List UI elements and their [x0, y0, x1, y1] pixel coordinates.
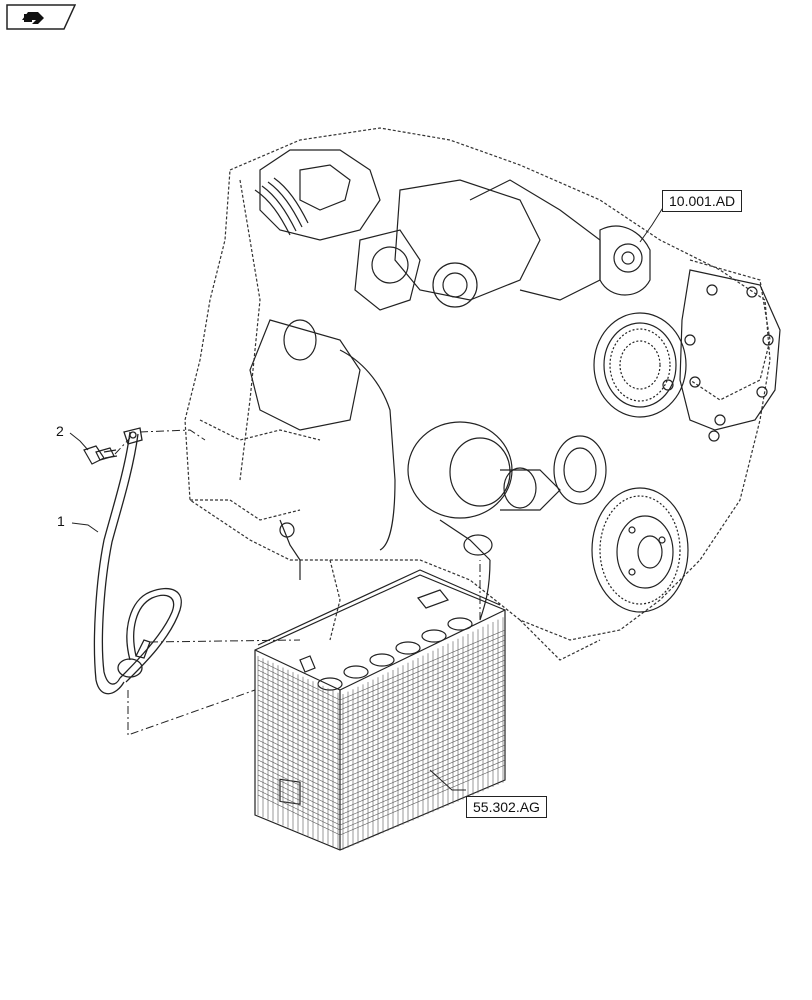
callout-2: 2 [56, 423, 64, 439]
grid-line [257, 704, 341, 746]
grid-line [257, 764, 341, 806]
battery [254, 569, 506, 851]
grid-line [257, 734, 341, 776]
grid-line [257, 729, 341, 771]
grid-line [339, 754, 506, 826]
grid-line [339, 704, 506, 776]
grid-line [339, 699, 506, 771]
grid-line [257, 699, 341, 741]
grid-line [339, 719, 506, 791]
grid-line [339, 749, 506, 821]
grid-line [257, 779, 341, 821]
starter-motor [249, 319, 396, 551]
grid-line [339, 709, 506, 781]
grid-line [339, 739, 506, 811]
grid-line [339, 684, 506, 756]
fan-pulley-upper [593, 312, 687, 418]
engine-reference-link[interactable]: 10.001.AD [662, 190, 743, 212]
engine-upper-components [254, 149, 651, 311]
timing-cover [679, 269, 781, 442]
grid-line [339, 729, 506, 801]
grid-line [339, 714, 506, 786]
battery-grid-texture [257, 617, 506, 850]
grid-line [257, 714, 341, 756]
grid-line [257, 684, 341, 726]
grid-line [339, 759, 506, 831]
grid-line [339, 639, 506, 711]
bolt [83, 445, 118, 465]
grid-line [257, 739, 341, 781]
back-arrow-icon [6, 4, 77, 30]
grid-line [257, 744, 341, 786]
grid-line [257, 769, 341, 811]
grid-line [257, 794, 341, 836]
grid-line [257, 669, 341, 711]
grid-line [257, 674, 341, 716]
grid-line [339, 649, 506, 721]
grid-line [257, 709, 341, 751]
grid-line [339, 664, 506, 736]
grid-line [257, 679, 341, 721]
alternator [407, 421, 607, 519]
crankshaft-pulley [591, 487, 689, 613]
grid-line [339, 734, 506, 806]
callout-1: 1 [57, 513, 65, 529]
grid-line [257, 754, 341, 796]
grid-line [257, 774, 341, 816]
engine-hoses [279, 519, 493, 621]
grid-line [339, 654, 506, 726]
grid-line [257, 749, 341, 791]
callout-leaders [69, 205, 665, 791]
grid-line [339, 659, 506, 731]
battery-reference-link[interactable]: 55.302.AG [466, 796, 547, 818]
grid-line [339, 674, 506, 746]
grid-line [339, 634, 506, 706]
grid-line [257, 784, 341, 826]
grid-line [257, 719, 341, 761]
engine-outline [184, 127, 771, 661]
grid-line [339, 764, 506, 836]
grid-line [257, 789, 341, 831]
grid-line [339, 669, 506, 741]
grid-line [339, 744, 506, 816]
grid-line [257, 694, 341, 736]
grid-line [339, 689, 506, 761]
grid-line [339, 679, 506, 751]
grid-line [257, 664, 341, 706]
back-navigation-button[interactable] [6, 4, 77, 30]
assembly-lines [114, 429, 481, 736]
grid-line [339, 629, 506, 701]
grid-line [257, 759, 341, 801]
grid-line [257, 724, 341, 766]
grid-line [257, 659, 341, 701]
ground-cable [93, 427, 182, 695]
grid-line [339, 694, 506, 766]
grid-line [257, 689, 341, 731]
grid-line [339, 724, 506, 796]
grid-line [339, 644, 506, 716]
